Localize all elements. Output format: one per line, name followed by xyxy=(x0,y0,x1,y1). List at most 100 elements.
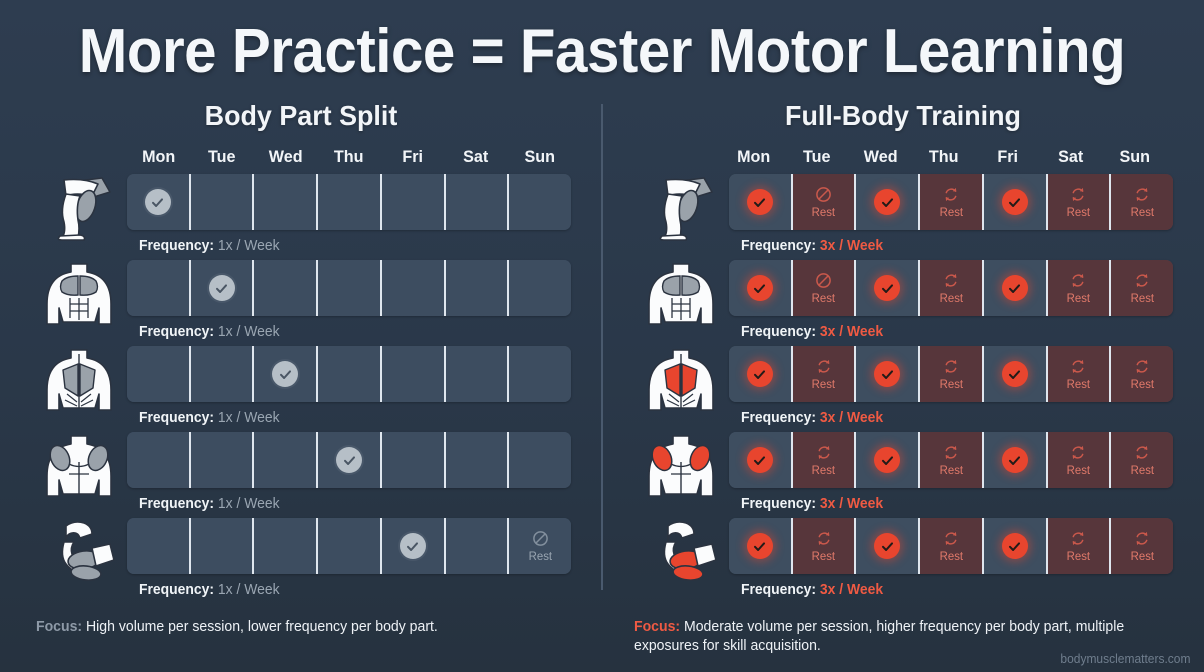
day-cell-mon-check[interactable] xyxy=(729,346,793,402)
day-cell-fri-check[interactable] xyxy=(983,174,1048,230)
day-cell-fri-empty[interactable] xyxy=(381,432,446,488)
recovery-icon xyxy=(942,272,960,289)
day-cell-sat-rest[interactable]: Rest xyxy=(1047,432,1112,488)
day-cell-tue-empty[interactable] xyxy=(190,346,255,402)
day-cell-fri-empty[interactable] xyxy=(381,174,446,230)
day-cell-sun-empty[interactable] xyxy=(509,432,571,488)
day-cell-tue-rest[interactable]: Rest xyxy=(792,174,857,230)
day-cell-wed-check[interactable] xyxy=(856,432,921,488)
day-header-mon: Mon xyxy=(737,147,771,166)
arms-muscle-icon xyxy=(34,520,124,586)
legs-muscle-icon xyxy=(34,176,124,242)
day-cell-thu-rest[interactable]: Rest xyxy=(920,346,984,402)
day-cell-mon-empty[interactable] xyxy=(127,346,191,402)
rest-label: Rest xyxy=(528,548,552,563)
recovery-icon xyxy=(942,444,960,461)
day-cell-mon-check[interactable] xyxy=(729,260,793,316)
frequency-label: Frequency: xyxy=(139,582,215,598)
day-header-tue: Tue xyxy=(803,147,831,166)
day-cell-mon-empty[interactable] xyxy=(127,518,191,574)
day-cell-wed-check[interactable] xyxy=(856,346,921,402)
day-header-sat: Sat xyxy=(1058,147,1084,166)
day-cell-sat-rest[interactable]: Rest xyxy=(1047,346,1112,402)
day-cell-mon-empty[interactable] xyxy=(127,432,191,488)
day-cell-sun-empty[interactable] xyxy=(509,260,571,316)
day-cell-sat-empty[interactable] xyxy=(445,346,510,402)
day-cell-sun-rest[interactable]: Rest xyxy=(1111,174,1173,230)
day-cell-tue-rest[interactable]: Rest xyxy=(792,518,857,574)
day-cell-wed-empty[interactable] xyxy=(254,260,319,316)
day-cell-tue-rest[interactable]: Rest xyxy=(792,260,857,316)
day-header-sun: Sun xyxy=(523,147,555,166)
day-cell-sun-rest[interactable]: Rest xyxy=(1111,518,1173,574)
frequency-value: 3x / Week xyxy=(819,410,884,426)
day-cell-sat-empty[interactable] xyxy=(445,518,510,574)
day-cell-wed-check[interactable] xyxy=(856,260,921,316)
day-cell-thu-rest[interactable]: Rest xyxy=(920,518,984,574)
day-cell-mon-check[interactable] xyxy=(127,174,191,230)
day-cell-wed-empty[interactable] xyxy=(254,174,319,230)
no-entry-icon xyxy=(815,186,832,203)
rest-label: Rest xyxy=(1130,462,1154,477)
day-cell-fri-empty[interactable] xyxy=(381,346,446,402)
day-cell-tue-empty[interactable] xyxy=(190,518,255,574)
week-grid: Rest xyxy=(127,518,571,574)
day-cell-sun-rest[interactable]: Rest xyxy=(1111,260,1173,316)
day-cell-thu-check[interactable] xyxy=(318,432,382,488)
rest-label: Rest xyxy=(939,204,963,219)
day-cell-thu-empty[interactable] xyxy=(318,518,382,574)
day-cell-sat-rest[interactable]: Rest xyxy=(1047,260,1112,316)
rest-label: Rest xyxy=(1130,290,1154,305)
day-cell-sun-empty[interactable] xyxy=(509,346,571,402)
day-cell-mon-check[interactable] xyxy=(729,174,793,230)
day-cell-sat-empty[interactable] xyxy=(445,260,510,316)
day-cell-mon-check[interactable] xyxy=(729,518,793,574)
check-icon xyxy=(399,533,426,559)
check-icon xyxy=(746,533,773,559)
day-cell-thu-rest[interactable]: Rest xyxy=(920,260,984,316)
day-cell-tue-empty[interactable] xyxy=(190,432,255,488)
recovery-icon xyxy=(1133,186,1151,203)
day-cell-thu-rest[interactable]: Rest xyxy=(920,432,984,488)
day-cell-sat-rest[interactable]: Rest xyxy=(1047,518,1112,574)
day-cell-wed-empty[interactable] xyxy=(254,518,319,574)
day-cell-fri-check[interactable] xyxy=(381,518,446,574)
day-cell-sun-empty[interactable] xyxy=(509,174,571,230)
day-cell-sun-rest[interactable]: Rest xyxy=(1111,346,1173,402)
day-cell-sat-rest[interactable]: Rest xyxy=(1047,174,1112,230)
day-cell-sun-rest[interactable]: Rest xyxy=(1111,432,1173,488)
schedule-row-body-part-split-shoulders: Frequency: 1x / Week xyxy=(12,432,590,520)
day-cell-thu-empty[interactable] xyxy=(318,174,382,230)
day-cell-thu-empty[interactable] xyxy=(318,260,382,316)
day-cell-fri-check[interactable] xyxy=(983,518,1048,574)
day-cell-tue-rest[interactable]: Rest xyxy=(792,432,857,488)
recovery-icon xyxy=(815,444,833,461)
focus-note-right: Focus: Moderate volume per session, high… xyxy=(634,618,1168,656)
focus-label: Focus: xyxy=(36,619,83,635)
day-cell-fri-check[interactable] xyxy=(983,260,1048,316)
day-cell-mon-check[interactable] xyxy=(729,432,793,488)
day-cell-tue-check[interactable] xyxy=(190,260,255,316)
frequency-line: Frequency: 1x / Week xyxy=(139,324,280,340)
day-cell-thu-rest[interactable]: Rest xyxy=(920,174,984,230)
day-cell-wed-check[interactable] xyxy=(254,346,319,402)
day-cell-sat-empty[interactable] xyxy=(445,432,510,488)
day-cell-sun-rest[interactable]: Rest xyxy=(509,518,571,574)
day-cell-tue-empty[interactable] xyxy=(190,174,255,230)
rest-label: Rest xyxy=(811,376,836,391)
day-cell-fri-check[interactable] xyxy=(983,346,1048,402)
day-cell-thu-empty[interactable] xyxy=(318,346,382,402)
day-cell-sat-empty[interactable] xyxy=(445,174,510,230)
day-cell-mon-empty[interactable] xyxy=(127,260,191,316)
day-cell-wed-check[interactable] xyxy=(856,174,921,230)
day-cell-wed-check[interactable] xyxy=(856,518,921,574)
check-icon xyxy=(144,189,171,215)
arms-muscle-icon xyxy=(636,520,726,586)
day-cell-tue-rest[interactable]: Rest xyxy=(792,346,857,402)
day-cell-fri-empty[interactable] xyxy=(381,260,446,316)
day-cell-wed-empty[interactable] xyxy=(254,432,319,488)
day-cell-fri-check[interactable] xyxy=(983,432,1048,488)
chest-muscle-icon xyxy=(636,262,726,328)
